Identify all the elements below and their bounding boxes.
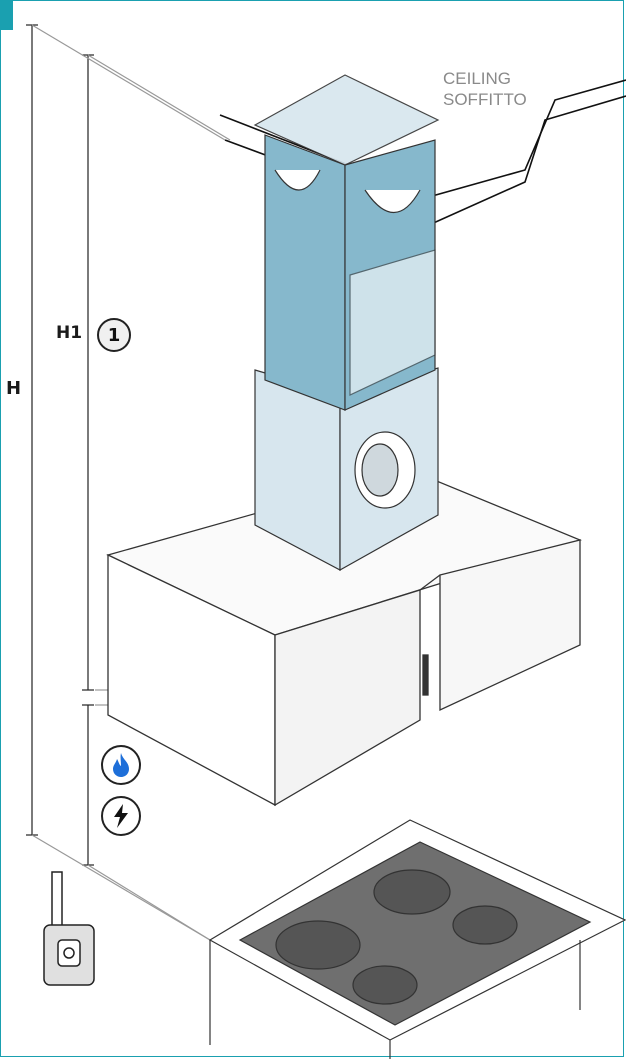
callout-number: 1 bbox=[97, 318, 131, 352]
dimension-label-h: H bbox=[6, 378, 22, 399]
chimney-lower bbox=[254, 367, 439, 572]
dimension-label-h1: H1 bbox=[56, 323, 83, 343]
cooktop bbox=[208, 819, 626, 1059]
gas-flame-icon bbox=[101, 745, 141, 785]
corner-tab bbox=[0, 0, 13, 30]
ceiling-label-it: SOFFITTO bbox=[443, 90, 527, 109]
electric-lightning-icon bbox=[101, 796, 141, 836]
tape-measure-icon bbox=[43, 871, 95, 986]
ceiling-label-en: CEILING bbox=[443, 69, 512, 88]
dimension-lines bbox=[26, 24, 231, 941]
chimney-upper bbox=[253, 74, 440, 411]
ceiling-label: CEILING SOFFITTO bbox=[443, 68, 527, 110]
